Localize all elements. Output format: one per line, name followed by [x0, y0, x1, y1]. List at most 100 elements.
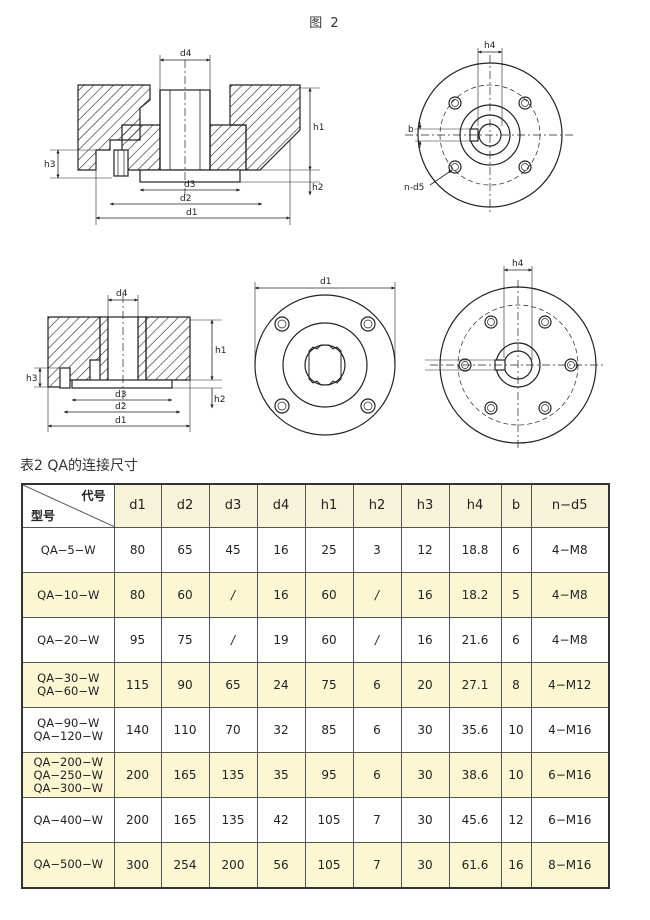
- column-header: h4: [448, 483, 502, 528]
- model-name: QA−200−W: [33, 754, 103, 769]
- technical-drawing: d4 d3 d2 d1 h1 h2 h3 h4 b n-d5: [0, 30, 650, 450]
- column-header: h3: [400, 483, 450, 528]
- face-view-spline: [254, 282, 396, 436]
- value-cell: 6: [500, 617, 532, 663]
- value-cell: 12: [400, 527, 450, 573]
- value-cell: 65: [160, 527, 210, 573]
- value-cell: /: [208, 572, 258, 618]
- value-cell: 165: [160, 752, 210, 798]
- value-cell: 30: [400, 707, 450, 753]
- value-cell: 35: [256, 752, 306, 798]
- dim-label-d4: d4: [180, 49, 192, 59]
- value-cell: 30: [400, 842, 450, 888]
- value-cell: 45.6: [448, 797, 502, 843]
- value-cell: 45: [208, 527, 258, 573]
- value-cell: 4−M16: [530, 707, 610, 753]
- dim-label-h2-lower: h2: [214, 395, 225, 405]
- value-cell: 18.2: [448, 572, 502, 618]
- dim-label-h4: h4: [484, 41, 496, 51]
- model-name: QA−20−W: [37, 632, 100, 647]
- face-view-upper: [405, 48, 575, 215]
- column-header: h2: [352, 483, 402, 528]
- value-cell: 60: [160, 572, 210, 618]
- value-cell: 95: [304, 752, 354, 798]
- drawing-svg: d4 d3 d2 d1 h1 h2 h3 h4 b n-d5: [26, 41, 606, 448]
- model-cell: QA−10−W: [21, 572, 115, 618]
- value-cell: 70: [208, 707, 258, 753]
- model-name: QA−300−W: [33, 780, 103, 795]
- model-name: QA−10−W: [37, 587, 100, 602]
- dim-label-d1-face: d1: [320, 277, 331, 287]
- dim-label-d4-lower: d4: [116, 289, 128, 299]
- model-name: QA−30−W: [37, 671, 100, 685]
- value-cell: 140: [113, 707, 162, 753]
- value-cell: 6−M16: [530, 797, 610, 843]
- value-cell: 80: [113, 527, 162, 573]
- value-cell: 6: [352, 662, 402, 708]
- value-cell: 115: [113, 662, 162, 708]
- dim-label-h3-lower: h3: [26, 374, 37, 384]
- value-cell: 21.6: [448, 617, 502, 663]
- value-cell: 6−M16: [530, 752, 610, 798]
- value-cell: 16: [256, 572, 306, 618]
- column-header: d1: [113, 483, 162, 528]
- value-cell: 16: [400, 617, 450, 663]
- dim-label-d2: d2: [180, 194, 191, 204]
- figure-title: 图 2: [309, 16, 341, 31]
- value-cell: 135: [208, 797, 258, 843]
- model-name: QA−120−W: [33, 729, 103, 743]
- value-cell: 85: [304, 707, 354, 753]
- header-corner-cell: 代号 型号: [21, 483, 115, 528]
- value-cell: 38.6: [448, 752, 502, 798]
- value-cell: 6: [352, 752, 402, 798]
- dim-label-b: b: [408, 125, 414, 135]
- dim-label-d3: d3: [184, 180, 195, 190]
- value-cell: 35.6: [448, 707, 502, 753]
- value-cell: 61.6: [448, 842, 502, 888]
- value-cell: 25: [304, 527, 354, 573]
- value-cell: 200: [113, 797, 162, 843]
- value-cell: 42: [256, 797, 306, 843]
- value-cell: 56: [256, 842, 306, 888]
- value-cell: 75: [160, 617, 210, 663]
- value-cell: 8: [500, 662, 532, 708]
- value-cell: 165: [160, 797, 210, 843]
- value-cell: 4−M8: [530, 572, 610, 618]
- value-cell: 10: [500, 752, 532, 798]
- value-cell: 105: [304, 797, 354, 843]
- value-cell: 27.1: [448, 662, 502, 708]
- model-cell: QA−20−W: [21, 617, 115, 663]
- face-view-keyway: [425, 266, 606, 448]
- value-cell: 60: [304, 572, 354, 618]
- dim-label-h2: h2: [312, 183, 323, 193]
- value-cell: 16: [400, 572, 450, 618]
- model-name: QA−90−W: [37, 716, 100, 730]
- value-cell: /: [352, 572, 402, 618]
- value-cell: 5: [500, 572, 532, 618]
- dim-label-h1-lower: h1: [215, 346, 226, 356]
- value-cell: 19: [256, 617, 306, 663]
- dim-label-h4-lower: h4: [512, 259, 524, 269]
- value-cell: 254: [160, 842, 210, 888]
- model-name: QA−250−W: [33, 767, 103, 782]
- value-cell: 12: [500, 797, 532, 843]
- value-cell: 3: [352, 527, 402, 573]
- dim-label-d3-lower: d3: [115, 390, 126, 400]
- column-header: n−d5: [530, 483, 610, 528]
- column-header: d4: [256, 483, 306, 528]
- model-name: QA−500−W: [33, 857, 103, 872]
- dim-label-nd5: n-d5: [404, 183, 424, 193]
- section-view-lower: [34, 295, 222, 432]
- value-cell: 7: [352, 842, 402, 888]
- model-name: QA−5−W: [40, 542, 96, 557]
- value-cell: 24: [256, 662, 306, 708]
- value-cell: 20: [400, 662, 450, 708]
- value-cell: 90: [160, 662, 210, 708]
- value-cell: 16: [256, 527, 306, 573]
- value-cell: 105: [304, 842, 354, 888]
